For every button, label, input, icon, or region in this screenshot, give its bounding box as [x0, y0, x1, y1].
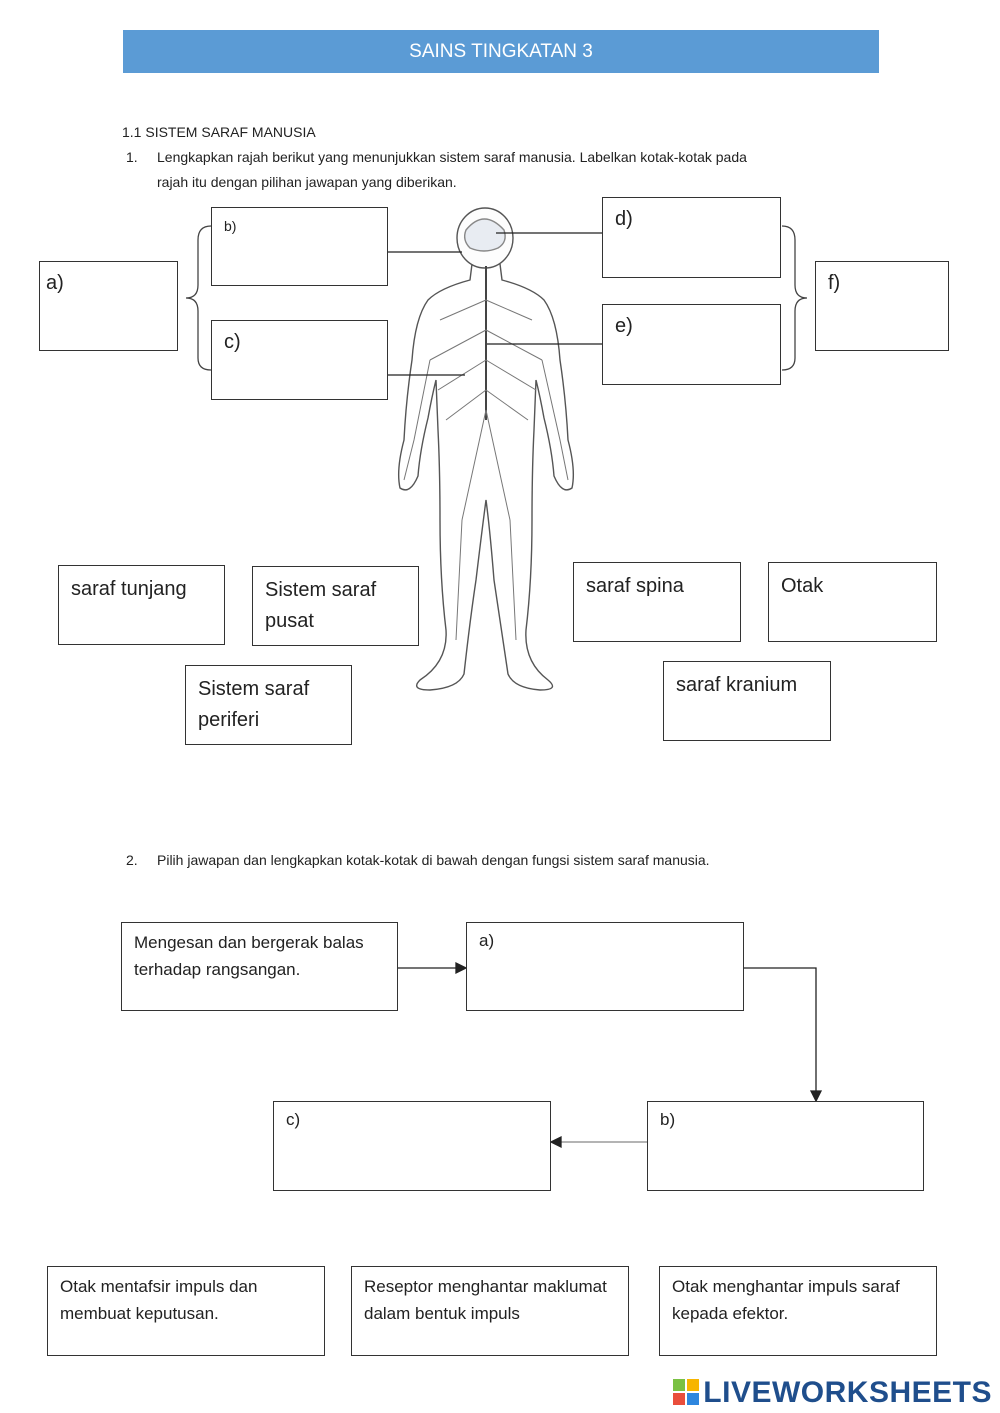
label-box-b[interactable]: b): [211, 207, 388, 286]
liveworksheets-logo-icon: [673, 1379, 700, 1405]
q1-number: 1.: [126, 149, 138, 165]
liveworksheets-logo[interactable]: LIVEWORKSHEETS: [673, 1376, 992, 1410]
flow-label-b: b): [660, 1110, 676, 1129]
label-e: e): [615, 315, 633, 337]
label-box-e[interactable]: e): [602, 304, 781, 385]
label-a: a): [46, 272, 64, 294]
q1-instruction-line1: Lengkapkan rajah berikut yang menunjukka…: [157, 149, 747, 165]
q2-instruction: Pilih jawapan dan lengkapkan kotak-kotak…: [157, 852, 710, 868]
label-box-c[interactable]: c): [211, 320, 388, 400]
option-sistem-saraf-pusat[interactable]: Sistem saraf pusat: [252, 566, 419, 646]
option-otak[interactable]: Otak: [768, 562, 937, 642]
logo-text: LIVEWORKSHEETS: [703, 1376, 992, 1409]
q2-number: 2.: [126, 852, 138, 868]
section-title: 1.1 SISTEM SARAF MANUSIA: [122, 124, 316, 140]
label-b: b): [224, 218, 237, 234]
label-box-d[interactable]: d): [602, 197, 781, 278]
label-c: c): [224, 331, 241, 353]
option-saraf-tunjang[interactable]: saraf tunjang: [58, 565, 225, 645]
label-box-a[interactable]: a): [39, 261, 178, 351]
label-d: d): [615, 208, 633, 230]
flow-box-c[interactable]: c): [273, 1101, 551, 1191]
label-f: f): [828, 272, 841, 294]
label-box-f[interactable]: f): [815, 261, 949, 351]
q2-option-otak-menghantar[interactable]: Otak menghantar impuls saraf kepada efek…: [659, 1266, 937, 1356]
flow-label-c: c): [286, 1110, 301, 1129]
flow-label-a: a): [479, 931, 495, 950]
flow-box-b[interactable]: b): [647, 1101, 924, 1191]
q1-instruction-line2: rajah itu dengan pilihan jawapan yang di…: [157, 174, 457, 190]
page-banner-title: SAINS TINGKATAN 3: [123, 30, 879, 73]
option-saraf-kranium[interactable]: saraf kranium: [663, 661, 831, 741]
flow-box-a[interactable]: a): [466, 922, 744, 1011]
option-saraf-spina[interactable]: saraf spina: [573, 562, 741, 642]
q2-option-otak-mentafsir[interactable]: Otak mentafsir impuls dan membuat keputu…: [47, 1266, 325, 1356]
flow-start-box: Mengesan dan bergerak balas terhadap ran…: [121, 922, 398, 1011]
option-sistem-saraf-periferi[interactable]: Sistem saraf periferi: [185, 665, 352, 745]
q2-option-reseptor-menghantar[interactable]: Reseptor menghantar maklumat dalam bentu…: [351, 1266, 629, 1356]
